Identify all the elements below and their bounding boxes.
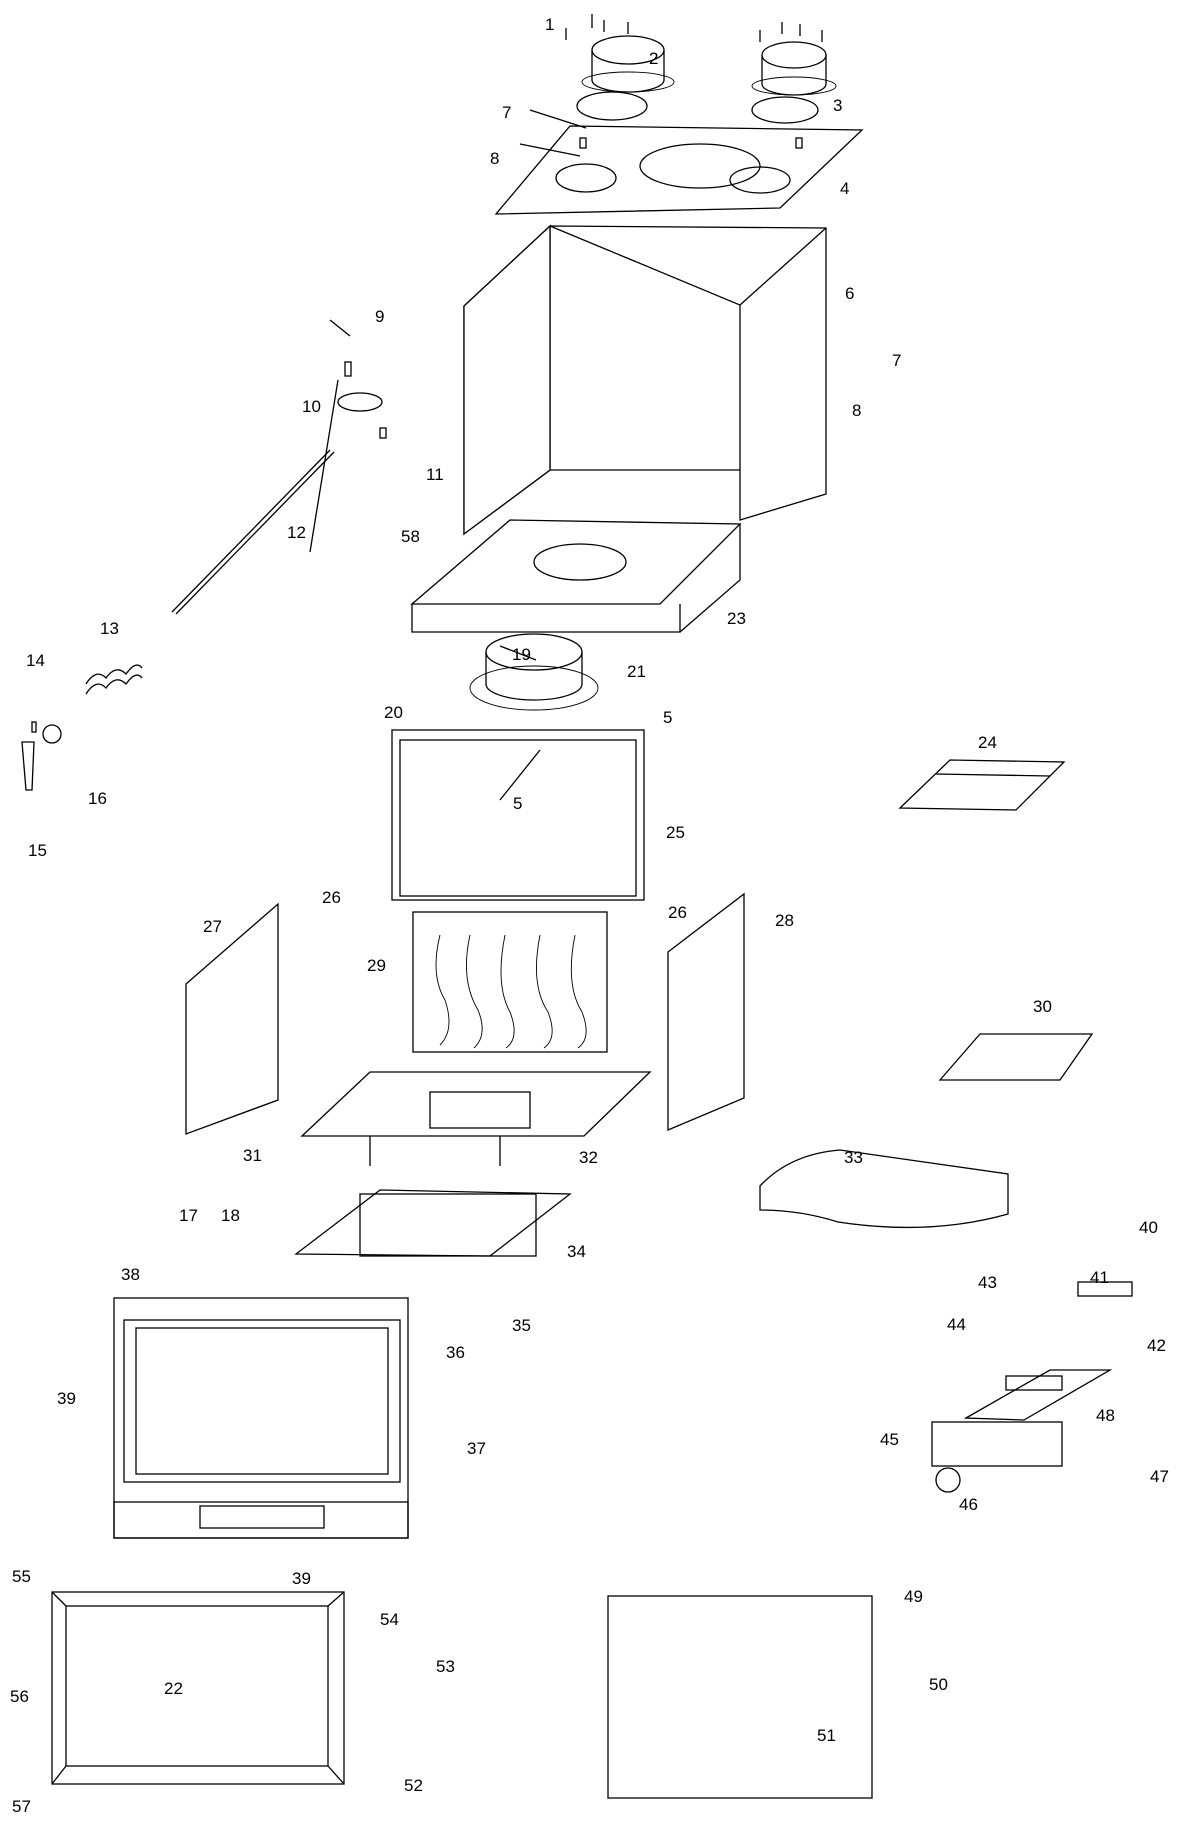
callout-19: 19 xyxy=(512,645,531,664)
ash-lip xyxy=(294,1189,572,1257)
callout-5: 5 xyxy=(663,708,672,727)
firebrick-back xyxy=(412,911,608,1053)
callout-54: 54 xyxy=(380,1610,399,1629)
callout-33: 33 xyxy=(844,1148,863,1167)
callout-27: 27 xyxy=(203,917,222,936)
callout-37: 37 xyxy=(467,1439,486,1458)
callout-34: 34 xyxy=(567,1242,586,1261)
callout-1: 1 xyxy=(545,15,554,34)
callout-58: 58 xyxy=(401,527,420,546)
callout-32: 32 xyxy=(579,1148,598,1167)
ash-grate xyxy=(938,1033,1094,1081)
hearth-base xyxy=(300,1071,652,1166)
callout-9: 9 xyxy=(375,307,384,326)
callout-7: 7 xyxy=(502,103,511,122)
callout-11: 11 xyxy=(426,465,444,484)
callout-12: 12 xyxy=(287,523,306,542)
callout-55: 55 xyxy=(12,1567,31,1586)
callout-39b: 39 xyxy=(292,1569,311,1588)
door-frame xyxy=(51,1591,345,1785)
callout-23: 23 xyxy=(727,609,746,628)
callout-46: 46 xyxy=(959,1495,978,1514)
callout-50: 50 xyxy=(929,1675,948,1694)
callout-29: 29 xyxy=(367,956,386,975)
callout-28: 28 xyxy=(775,911,794,930)
callout-47: 47 xyxy=(1150,1467,1169,1486)
callout-42: 42 xyxy=(1147,1336,1166,1355)
center-collar xyxy=(469,633,599,711)
callout-56: 56 xyxy=(10,1687,29,1706)
callout-45: 45 xyxy=(880,1430,899,1449)
front-trim xyxy=(759,1149,1009,1229)
callout-24: 24 xyxy=(978,733,997,752)
baffle-plate xyxy=(391,729,645,901)
callout-49: 49 xyxy=(904,1587,923,1606)
callout-57: 57 xyxy=(12,1797,31,1816)
callout-7b: 7 xyxy=(892,351,901,370)
spring-and-handle xyxy=(21,664,143,791)
callout-4: 4 xyxy=(840,179,849,198)
callout-8: 8 xyxy=(490,149,499,168)
callout-41: 41 xyxy=(1090,1268,1109,1287)
callout-5b: 5 xyxy=(513,794,522,813)
firebrick-right xyxy=(667,892,745,1131)
top-plate xyxy=(494,125,864,215)
callout-53: 53 xyxy=(436,1657,455,1676)
callout-52: 52 xyxy=(404,1776,423,1795)
callout-31: 31 xyxy=(243,1146,262,1165)
callout-39: 39 xyxy=(57,1389,76,1408)
callout-35: 35 xyxy=(512,1316,531,1335)
callout-3: 3 xyxy=(833,96,842,115)
callout-6: 6 xyxy=(845,284,854,303)
callout-15: 15 xyxy=(28,841,47,860)
flue-collar-left xyxy=(565,14,675,121)
callout-25: 25 xyxy=(666,823,685,842)
callout-22: 22 xyxy=(164,1679,183,1698)
callout-labels: 1 2 3 7 8 4 6 9 7 10 8 11 12 58 23 13 19… xyxy=(10,15,1169,1816)
callout-16: 16 xyxy=(88,789,107,808)
firebrick-left xyxy=(185,902,279,1135)
callout-30: 30 xyxy=(1033,997,1052,1016)
callout-26: 26 xyxy=(322,888,341,907)
callout-43: 43 xyxy=(978,1273,997,1292)
glass-panel xyxy=(607,1595,873,1799)
callout-20: 20 xyxy=(384,703,403,722)
callout-18: 18 xyxy=(221,1206,240,1225)
callout-48: 48 xyxy=(1096,1406,1115,1425)
callout-36: 36 xyxy=(446,1343,465,1362)
small-grate xyxy=(898,759,1066,811)
callout-13: 13 xyxy=(100,619,119,638)
callout-40: 40 xyxy=(1139,1218,1158,1237)
damper-parts xyxy=(171,361,387,615)
ash-pan-assembly xyxy=(931,1281,1133,1493)
front-face xyxy=(113,1297,409,1539)
callout-8b: 8 xyxy=(852,401,861,420)
callout-2: 2 xyxy=(649,49,658,68)
callout-38: 38 xyxy=(121,1265,140,1284)
callout-10: 10 xyxy=(302,397,321,416)
callout-44: 44 xyxy=(947,1315,966,1334)
callout-21: 21 xyxy=(627,662,646,681)
callout-17: 17 xyxy=(179,1206,198,1225)
callout-51: 51 xyxy=(817,1726,836,1745)
firebox-shell xyxy=(463,224,827,536)
callout-14: 14 xyxy=(26,651,45,670)
callout-26b: 26 xyxy=(668,903,687,922)
flue-collar-right xyxy=(751,22,837,124)
grate-assembly xyxy=(410,519,742,633)
